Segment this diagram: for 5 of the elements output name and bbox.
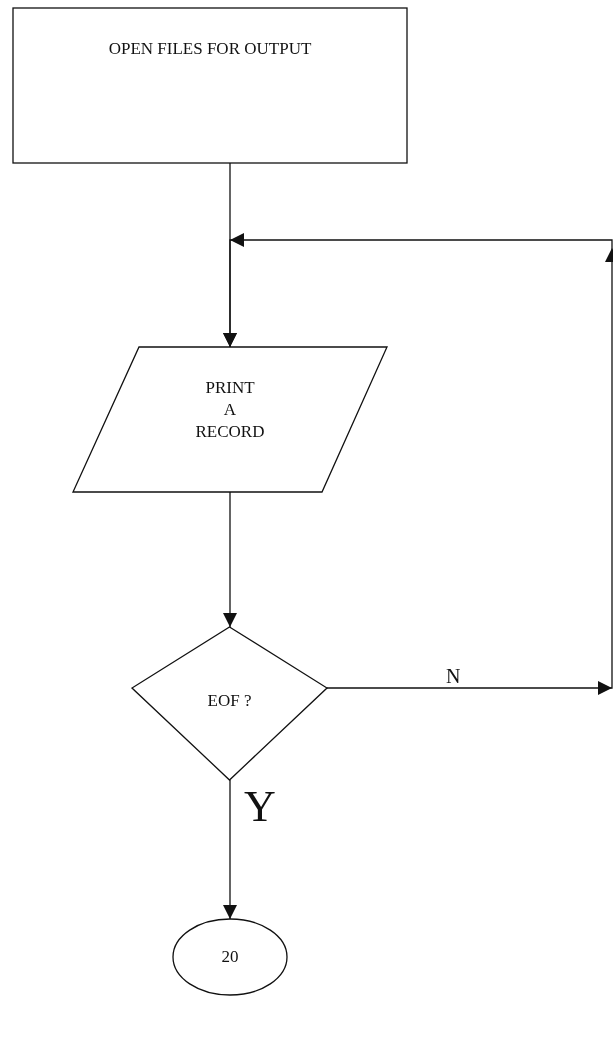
node-text: PRINT A RECORD bbox=[195, 377, 265, 444]
node-text: OPEN FILES FOR OUTPUT bbox=[107, 38, 313, 60]
node-text: EOF ? bbox=[206, 690, 253, 712]
node-text: 20 bbox=[220, 946, 240, 968]
edge-label: N bbox=[446, 666, 461, 686]
